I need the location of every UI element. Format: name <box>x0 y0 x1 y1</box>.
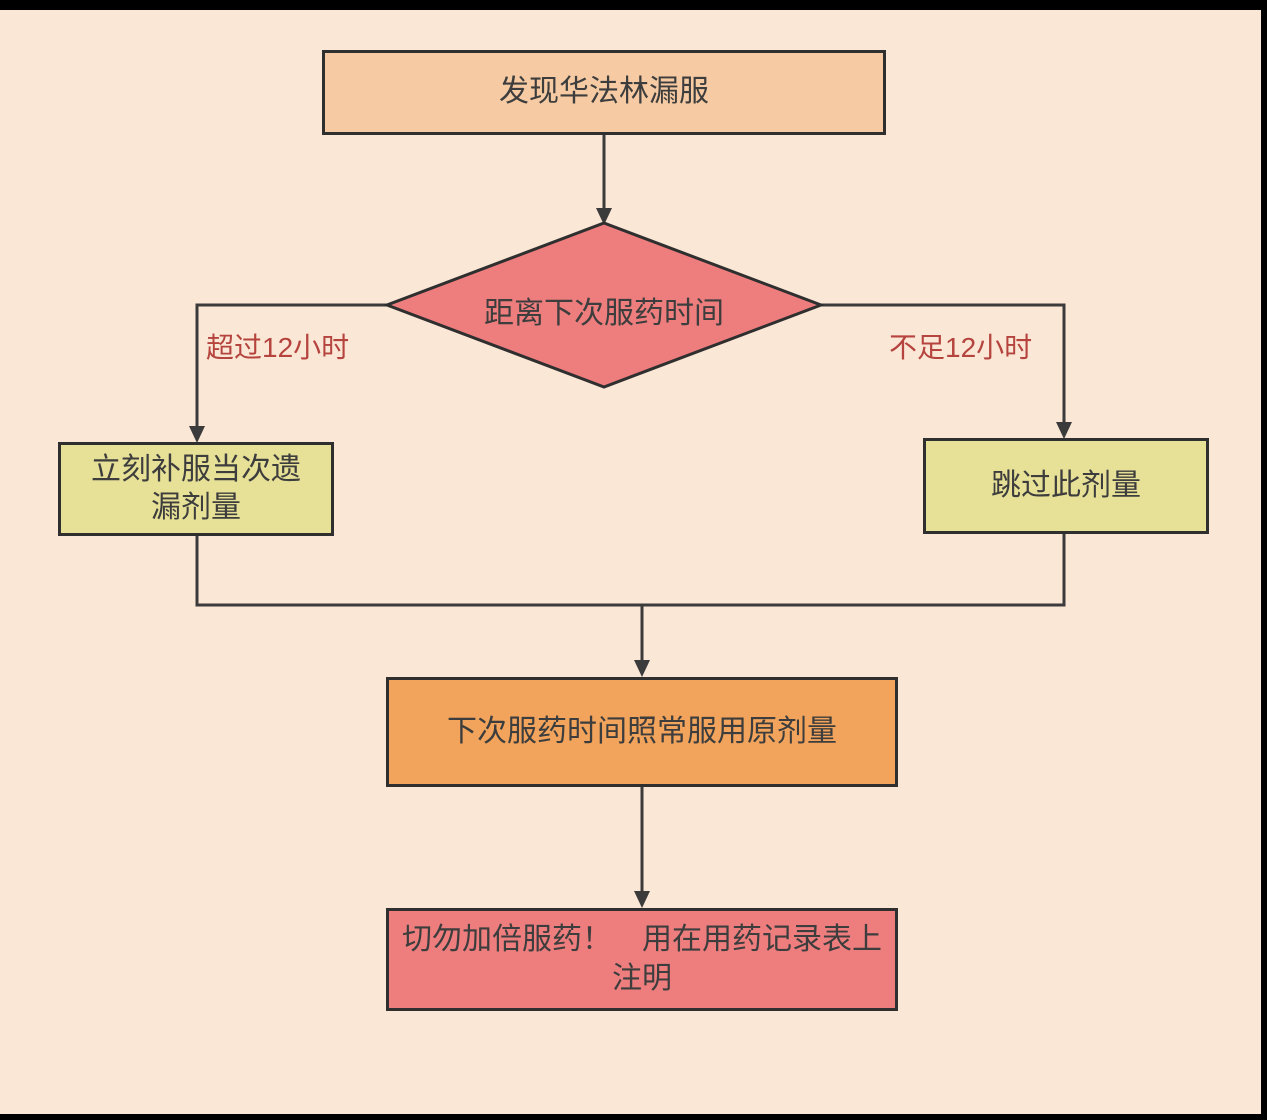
connector-decision-to-skip <box>820 303 1066 423</box>
start-node: 发现华法林漏服 <box>322 50 886 135</box>
arrowhead-down-icon <box>189 426 205 443</box>
warning-node: 切勿加倍服药！ 用在用药记录表上注明 <box>386 908 898 1011</box>
frame-bar-right <box>1261 0 1267 1120</box>
decision-diamond-shape <box>382 221 826 389</box>
frame-bar-top <box>0 0 1267 10</box>
arrowhead-down-icon <box>1056 422 1072 439</box>
skip-dose-node: 跳过此剂量 <box>923 438 1209 534</box>
branch-label-over-12h: 超过12小时 <box>206 332 350 363</box>
arrowhead-down-icon <box>634 660 650 677</box>
resume-normal-dose-node: 下次服药时间照常服用原剂量 <box>386 677 898 787</box>
frame-bar-bottom <box>0 1114 1267 1120</box>
arrowhead-down-icon <box>634 891 650 908</box>
connector-decision-to-take-missed <box>195 303 388 427</box>
take-missed-dose-node: 立刻补服当次遗漏剂量 <box>58 442 334 536</box>
decision-node-label: 距离下次服药时间 <box>484 297 724 330</box>
branch-label-under-12h: 不足12小时 <box>889 332 1033 363</box>
connector-branch-merge <box>195 534 1066 607</box>
arrowhead-down-icon <box>596 208 612 225</box>
